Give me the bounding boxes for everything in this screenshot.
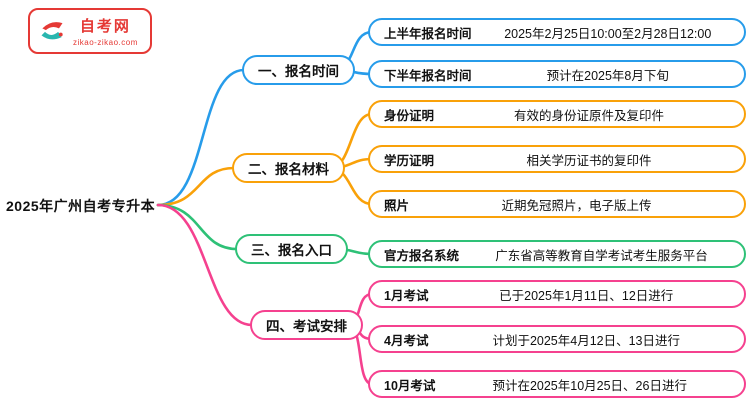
leaf-value: 近期免冠照片，电子版上传: [501, 198, 652, 213]
leaf-april-exam: 4月考试 计划于2025年4月12日、13日进行: [368, 325, 746, 353]
leaf-value: 预计在2025年8月下旬: [546, 68, 669, 83]
leaf-photo: 照片 近期免冠照片，电子版上传: [368, 190, 746, 218]
logo-domain: zikao-zikao.com: [73, 38, 138, 47]
connector-root-branch-4: [156, 203, 254, 327]
branch-node-registration-time: 一、报名时间: [242, 55, 355, 85]
leaf-label: 官方报名系统: [384, 248, 460, 263]
logo-title: 自考网: [79, 18, 131, 35]
leaf-label: 1月考试: [384, 288, 429, 303]
branch-node-registration-entrance: 三、报名入口: [235, 234, 348, 264]
branch-node-registration-materials: 二、报名材料: [232, 153, 345, 183]
leaf-second-half-registration: 下半年报名时间 预计在2025年8月下旬: [368, 60, 746, 88]
branch-node-exam-schedule: 四、考试安排: [250, 310, 363, 340]
connector-root-branch-2: [156, 166, 236, 207]
leaf-january-exam: 1月考试 已于2025年1月11日、12日进行: [368, 280, 746, 308]
leaf-label: 上半年报名时间: [384, 26, 472, 41]
leaf-value: 相关学历证书的复印件: [526, 153, 652, 168]
connector-root-branch-1: [156, 68, 246, 207]
leaf-label: 照片: [384, 198, 410, 213]
leaf-label: 下半年报名时间: [384, 68, 472, 83]
leaf-value: 有效的身份证原件及复印件: [514, 108, 665, 123]
leaf-label: 10月考试: [384, 378, 436, 393]
leaf-value: 广东省高等教育自学考试考生服务平台: [495, 248, 708, 263]
leaf-first-half-registration: 上半年报名时间 2025年2月25日10:00至2月28日12:00: [368, 18, 746, 46]
leaf-value: 预计在2025年10月25日、26日进行: [492, 378, 687, 393]
leaf-label: 学历证明: [384, 153, 435, 168]
leaf-value: 2025年2月25日10:00至2月28日12:00: [504, 26, 712, 41]
leaf-value: 计划于2025年4月12日、13日进行: [492, 333, 681, 348]
logo-text-column: 自考网 zikao-zikao.com: [73, 15, 138, 47]
leaf-official-registration-system: 官方报名系统 广东省高等教育自学考试考生服务平台: [368, 240, 746, 268]
leaf-october-exam: 10月考试 预计在2025年10月25日、26日进行: [368, 370, 746, 398]
leaf-label: 4月考试: [384, 333, 429, 348]
logo-icon: [41, 22, 63, 40]
leaf-identity-proof: 身份证明 有效的身份证原件及复印件: [368, 100, 746, 128]
site-logo: 自考网 zikao-zikao.com: [28, 8, 152, 54]
leaf-value: 已于2025年1月11日、12日进行: [499, 288, 674, 303]
root-node: 2025年广州自考专升本: [6, 198, 156, 214]
leaf-education-proof: 学历证明 相关学历证书的复印件: [368, 145, 746, 173]
leaf-label: 身份证明: [384, 108, 435, 123]
